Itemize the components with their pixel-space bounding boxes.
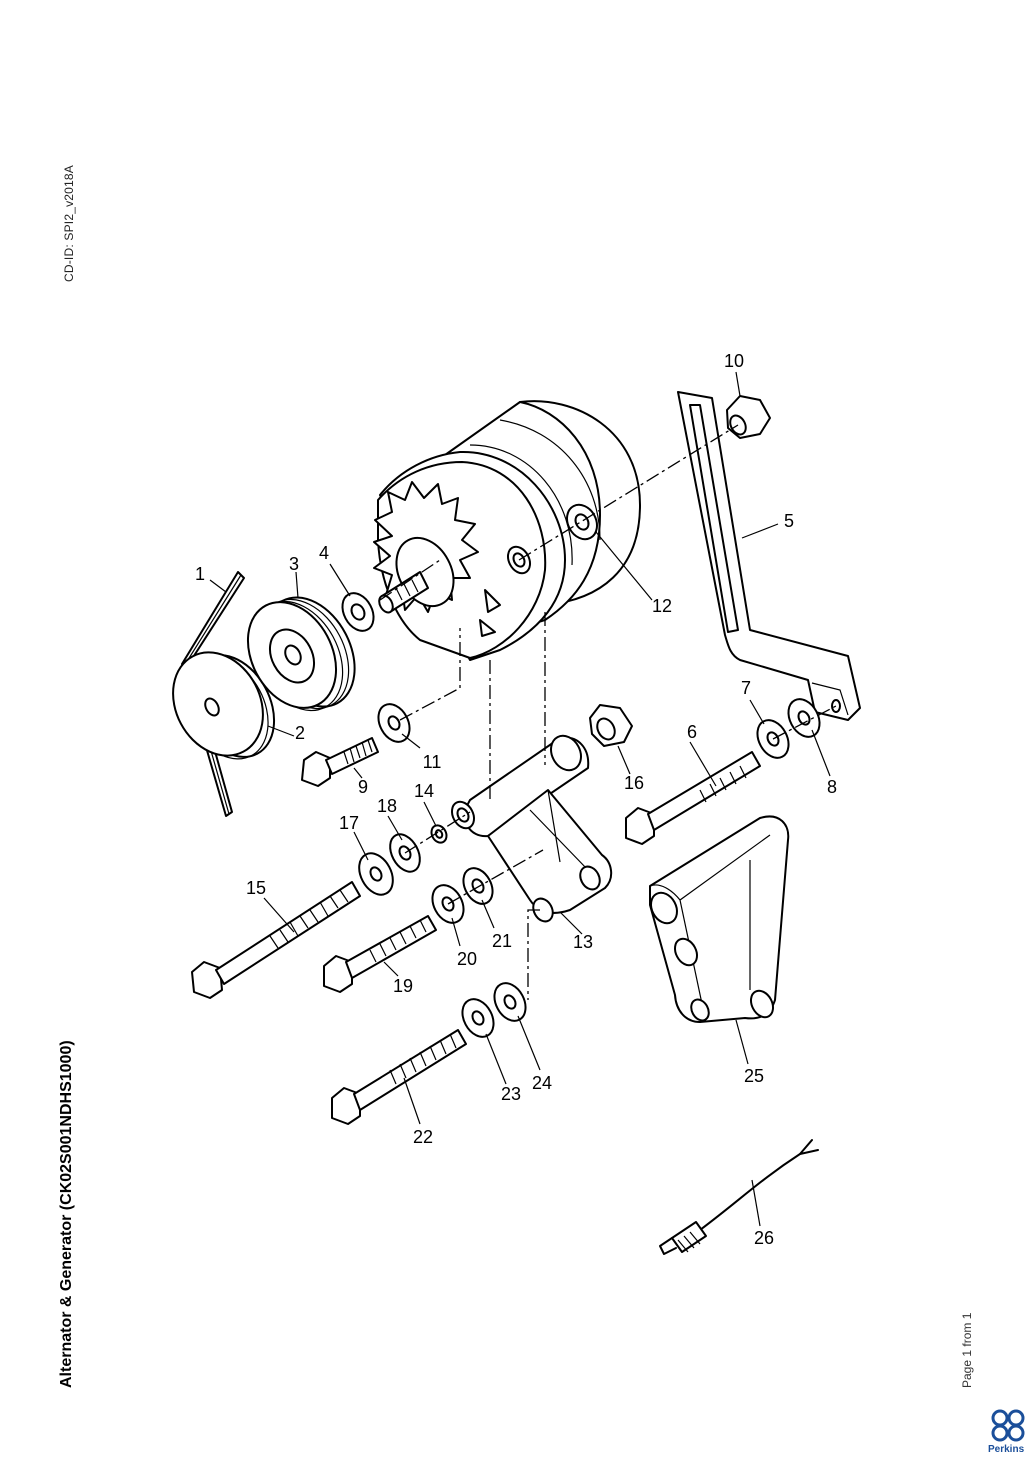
part-number: 11 [423,752,442,772]
part-13-bracket [450,734,613,923]
part-23-washer [461,998,495,1038]
part-number: 16 [624,773,644,793]
perkins-logo-icon [991,1409,1025,1442]
part-number: 17 [339,813,359,833]
part-number: 1 [195,564,205,584]
part-number: 2 [295,723,305,743]
part-number: 26 [754,1228,774,1248]
part-number: 15 [246,878,266,898]
part-number: 4 [319,543,329,563]
part-number: 13 [573,932,593,952]
part-number: 14 [414,781,434,801]
part-2-pulley [172,651,276,760]
part-5-strap [677,391,861,721]
part-number: 18 [377,796,397,816]
part-22-bolt [331,1029,467,1125]
part-10-nut [726,395,771,439]
part-number: 24 [532,1073,552,1093]
brand-name: Perkins [988,1444,1025,1455]
part-number: 12 [652,596,672,616]
part-15-bolt [191,881,361,999]
part-numbers: 1 2 3 4 5 6 7 8 9 10 11 12 13 14 15 16 1… [195,351,837,1248]
part-number: 21 [492,931,512,951]
part-3-pulley [246,596,356,712]
part-number: 6 [687,722,697,742]
part-21-washer [462,867,494,905]
part-number: 25 [744,1066,764,1086]
part-number: 3 [289,554,299,574]
part-number: 22 [413,1127,433,1147]
leader-lines [209,371,831,1227]
part-25-bracket [649,815,790,1023]
alternator-body [373,400,641,661]
part-number: 23 [501,1084,521,1104]
part-number: 7 [741,678,751,698]
part-number: 5 [784,511,794,531]
part-number: 20 [457,949,477,969]
part-24-washer [493,982,527,1022]
part-26-wire [659,1139,819,1255]
part-16-nut [589,704,633,747]
part-number: 8 [827,777,837,797]
part-number: 9 [358,777,368,797]
part-9-bolt [301,737,379,787]
part-number: 10 [724,351,744,371]
part-11-washer [377,703,411,743]
center-lines [379,424,837,1000]
part-19-bolt [323,915,437,993]
part-14-spacer [430,824,448,844]
part-6-bolt [625,751,761,845]
part-number: 19 [393,976,413,996]
